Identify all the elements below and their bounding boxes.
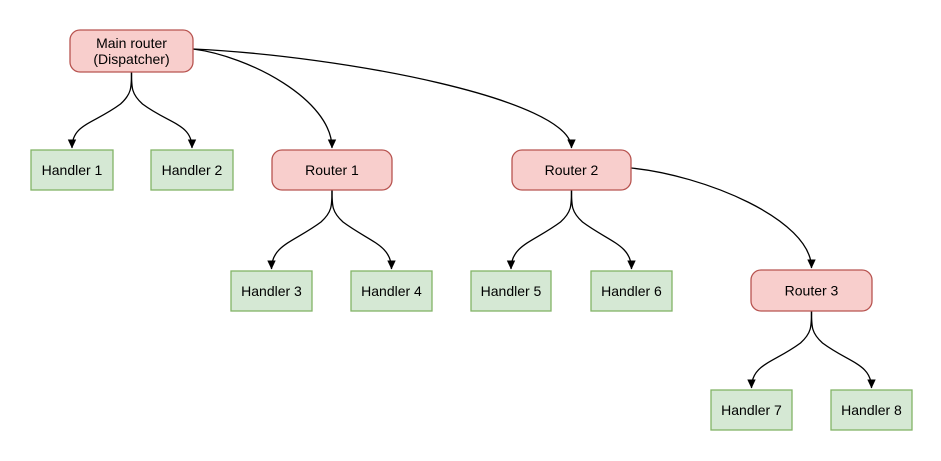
node-h6-label-line-0: Handler 6	[601, 283, 662, 299]
node-h4-label-line-0: Handler 4	[361, 283, 422, 299]
edge-main-to-r1	[192, 48, 337, 149]
node-h1-label-line-0: Handler 1	[42, 162, 103, 178]
node-r2: Router 2	[511, 149, 632, 191]
node-r1: Router 1	[271, 149, 393, 191]
edge-main-to-r2	[192, 48, 576, 149]
handler-box-h3	[230, 270, 313, 312]
edge-r3-to-h7	[747, 310, 813, 389]
handler-box-h6	[590, 270, 673, 312]
edge-r1-to-h4	[331, 189, 396, 270]
node-r3-label-line-0: Router 3	[785, 283, 839, 299]
node-h4: Handler 4	[350, 270, 433, 312]
handler-box-h2	[150, 149, 234, 191]
edge-main-to-h2	[130, 71, 197, 149]
router-box-r3	[750, 269, 873, 312]
handler-box-h7	[710, 389, 793, 431]
node-main-label-line-1: (Dispatcher)	[93, 51, 169, 67]
node-h5: Handler 5	[470, 270, 552, 312]
handler-box-h5	[470, 270, 552, 312]
node-h5-label-line-0: Handler 5	[481, 283, 542, 299]
node-r1-label-line-0: Router 1	[305, 162, 359, 178]
node-h2-label-line-0: Handler 2	[162, 162, 223, 178]
node-h3: Handler 3	[230, 270, 313, 312]
router-box-r2	[511, 149, 632, 191]
router-box-main	[69, 29, 194, 73]
node-r2-label-line-0: Router 2	[545, 162, 599, 178]
edge-r2-to-h6	[570, 189, 636, 270]
edge-main-to-h1	[67, 71, 133, 149]
node-h8-label-line-0: Handler 8	[841, 402, 902, 418]
node-h3-label-line-0: Handler 3	[241, 283, 302, 299]
handler-box-h1	[30, 149, 114, 191]
edge-r1-to-h3	[267, 189, 333, 270]
node-h1: Handler 1	[30, 149, 114, 191]
node-h8: Handler 8	[830, 389, 913, 431]
edge-r2-to-r3	[630, 167, 816, 269]
node-h6: Handler 6	[590, 270, 673, 312]
router-box-r1	[271, 149, 393, 191]
node-h7-label-line-0: Handler 7	[721, 402, 782, 418]
handler-box-h4	[350, 270, 433, 312]
edge-r3-to-h8	[810, 310, 876, 389]
node-r3: Router 3	[750, 269, 873, 312]
handler-box-h8	[830, 389, 913, 431]
node-main: Main router(Dispatcher)	[69, 29, 194, 73]
node-h7: Handler 7	[710, 389, 793, 431]
node-h2: Handler 2	[150, 149, 234, 191]
node-main-label-line-0: Main router	[96, 35, 167, 51]
edge-r2-to-h5	[506, 189, 573, 270]
